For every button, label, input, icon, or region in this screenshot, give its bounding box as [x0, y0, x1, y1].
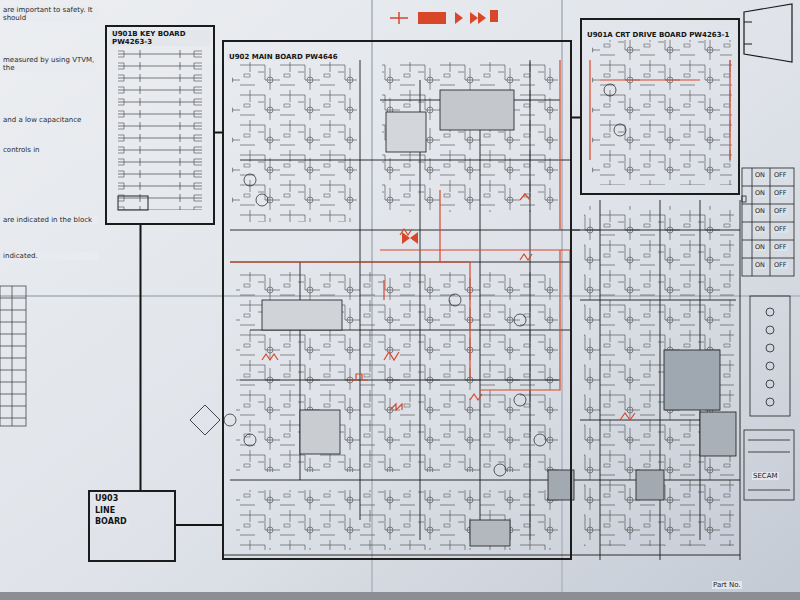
table-cell: ON [754, 190, 766, 197]
board-wire [176, 524, 222, 526]
note-text: are indicated in the block [2, 216, 98, 224]
margin-table [0, 286, 26, 426]
note-text: controls in [2, 146, 98, 154]
ic-package [262, 90, 736, 546]
transistor-symbol [224, 84, 626, 476]
board-label: U903 [93, 494, 120, 504]
table-edge [0, 592, 800, 600]
line-board: U903LINEBOARD [88, 490, 176, 562]
switch-table [742, 168, 794, 276]
table-cell: OFF [773, 190, 788, 197]
key-switches [118, 42, 202, 210]
wire [222, 60, 740, 560]
table-cell: ON [754, 262, 766, 269]
note-text: measured by using VTVM, the [2, 56, 98, 72]
board-wire [215, 132, 222, 134]
circuit-area [232, 40, 734, 550]
table-cell: ON [754, 226, 766, 233]
table-cell: ON [754, 172, 766, 179]
board-label: BOARD [93, 517, 129, 527]
table-cell: ON [754, 208, 766, 215]
key-board: U901B KEY BOARD PW4263-3 [105, 25, 215, 225]
table-cell: OFF [773, 172, 788, 179]
board-label: U901B KEY BOARD PW4263-3 [110, 30, 210, 47]
crt-symbol [744, 4, 792, 62]
note-text: are important to safety. It should [2, 6, 98, 22]
crt-drive-board: U901A CRT DRIVE BOARD PW4263-1 [580, 18, 740, 195]
signal-trace [230, 60, 730, 420]
table-cell: OFF [773, 262, 788, 269]
board-wire [572, 117, 580, 119]
table-cell: ON [754, 244, 766, 251]
label: Part No. [712, 581, 742, 589]
board-wire [140, 225, 142, 490]
note-text: and a low capacitance [2, 116, 98, 124]
table-cell: OFF [773, 244, 788, 251]
board-label: U902 MAIN BOARD PW4646 [227, 53, 340, 61]
label: SECAM [752, 472, 779, 480]
board-label: LINE [93, 506, 117, 516]
bridge-rectifier [190, 405, 220, 435]
connector [118, 196, 148, 210]
connector [742, 196, 794, 500]
table-cell: OFF [773, 226, 788, 233]
waveform-icon [390, 10, 498, 244]
main-board: U902 MAIN BOARD PW4646 [222, 40, 572, 560]
note-text: indicated. [2, 252, 98, 260]
board-label: U901A CRT DRIVE BOARD PW4263-1 [585, 31, 731, 39]
table-cell: OFF [773, 208, 788, 215]
